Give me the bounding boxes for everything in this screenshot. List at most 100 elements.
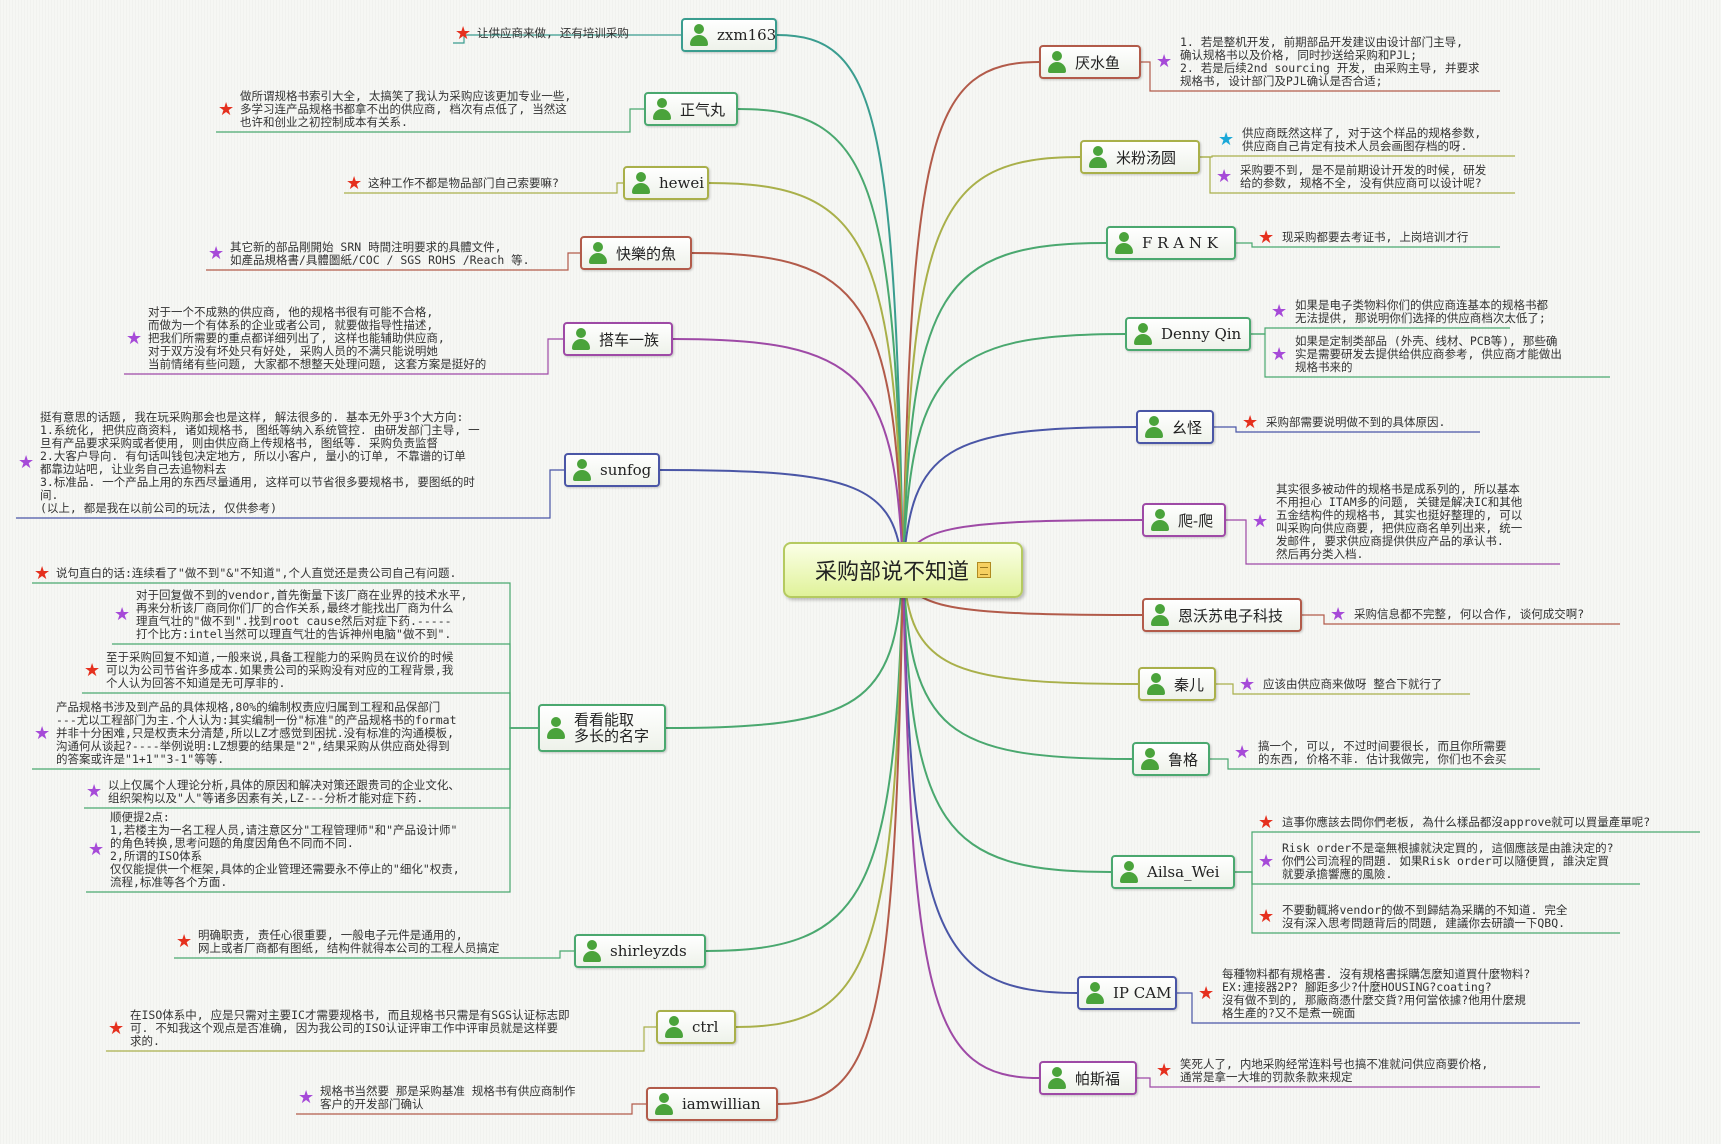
link-ruge bbox=[902, 569, 1133, 760]
comment-text: 应该由供应商来做呀 整合下就行了 bbox=[1263, 677, 1443, 691]
comment-text: 供应商既然这样了, 对于这个样品的规格参数, 供应商自己肯定有技术人员会画图存档… bbox=[1242, 126, 1482, 153]
comment-text: 笑死人了, 内地采购经常连料号也搞不准就问供应商要价格, 通常是拿一大堆的罚款条… bbox=[1180, 1057, 1489, 1084]
user-icon bbox=[1085, 982, 1105, 1004]
topic-ruge[interactable]: 鲁格 bbox=[1132, 742, 1210, 776]
purple-star-icon: ★ bbox=[1330, 603, 1347, 625]
comment-text: 如果是定制类部品 (外壳、线材、PCB等), 那些确 实是需要研发去提供给供应商… bbox=[1295, 334, 1562, 374]
topic-ailsa[interactable]: Ailsa_Wei bbox=[1111, 855, 1235, 889]
comment-line-denny bbox=[1251, 333, 1610, 378]
comment-line-zxm163 bbox=[453, 34, 681, 44]
user-icon bbox=[1114, 232, 1134, 254]
topic-label: 快樂的魚 bbox=[616, 244, 677, 263]
user-icon bbox=[1150, 509, 1170, 531]
link-frank bbox=[902, 242, 1107, 571]
topic-ipcam[interactable]: IP CAM bbox=[1077, 976, 1177, 1010]
topic-label: F R A N K bbox=[1142, 234, 1218, 252]
comment-text: 产品规格书涉及到产品的具体规格,80%的编制权责应归属到工程和品保部门 ---尤… bbox=[56, 700, 457, 766]
topic-zhengqiwan[interactable]: 正气丸 bbox=[644, 92, 738, 126]
purple-star-icon: ★ bbox=[34, 722, 51, 744]
purple-star-icon: ★ bbox=[88, 839, 105, 860]
purple-star-icon: ★ bbox=[18, 452, 35, 473]
topic-yanshuiyu[interactable]: 厌水鱼 bbox=[1039, 45, 1141, 79]
link-mifen bbox=[902, 156, 1081, 571]
user-icon bbox=[652, 98, 672, 120]
comment-line-hewei bbox=[344, 182, 623, 194]
topic-label: 秦儿 bbox=[1174, 675, 1205, 694]
user-icon bbox=[1140, 748, 1160, 770]
user-icon bbox=[588, 242, 608, 264]
red-star-icon: ★ bbox=[1258, 811, 1275, 833]
comment-text: 让供应商来做, 还有培训采购 bbox=[477, 26, 629, 40]
topic-hewei[interactable]: hewei bbox=[623, 166, 709, 200]
topic-label: zxm163 bbox=[717, 26, 777, 44]
user-icon bbox=[1119, 861, 1139, 883]
topic-dacheyizu[interactable]: 搭车一族 bbox=[563, 322, 673, 356]
link-zhengqiwan bbox=[737, 108, 904, 571]
red-star-icon: ★ bbox=[176, 931, 193, 952]
topic-kankan[interactable]: 看看能取 多长的名字 bbox=[538, 704, 666, 752]
purple-star-icon: ★ bbox=[1216, 166, 1233, 187]
comment-text: 至于采购回复不知道,一般来说,具备工程能力的采购员在议价的时候 可以为公司节省许… bbox=[106, 650, 454, 690]
topic-ctrl[interactable]: ctrl bbox=[656, 1010, 736, 1044]
purple-star-icon: ★ bbox=[114, 604, 131, 625]
topic-sunfog[interactable]: sunfog bbox=[564, 453, 660, 487]
topic-label: 正气丸 bbox=[680, 100, 726, 119]
comment-text: 采购要不到, 是不是前期设计开发的时候, 研发 给的参数, 规格不全, 没有供应… bbox=[1240, 163, 1487, 190]
comment-text: 现采购都要去考证书, 上岗培训才行 bbox=[1282, 230, 1469, 244]
topic-denny[interactable]: Denny Qin bbox=[1125, 317, 1251, 351]
topic-label: Denny Qin bbox=[1161, 325, 1242, 343]
purple-star-icon: ★ bbox=[1271, 343, 1288, 365]
red-star-icon: ★ bbox=[1198, 983, 1215, 1004]
topic-frank[interactable]: F R A N K bbox=[1106, 226, 1236, 260]
comment-text: 明确职责, 责任心很重要, 一般电子元件是通用的, 网上或者厂商都有图纸, 结构… bbox=[198, 928, 500, 955]
topic-pasifu[interactable]: 帕斯福 bbox=[1039, 1061, 1137, 1095]
topic-shirleyzds[interactable]: shirleyzds bbox=[574, 934, 706, 968]
comment-line-frank bbox=[1236, 242, 1500, 248]
topic-label: 搭车一族 bbox=[599, 330, 660, 349]
topic-zxm163[interactable]: zxm163 bbox=[681, 18, 777, 52]
comment-line-ruge bbox=[1210, 758, 1540, 770]
purple-star-icon: ★ bbox=[1239, 673, 1256, 695]
topic-label: 看看能取 多长的名字 bbox=[574, 710, 650, 745]
topic-label: 米粉汤圆 bbox=[1116, 148, 1177, 167]
topic-label: hewei bbox=[659, 174, 705, 192]
user-icon bbox=[1146, 673, 1166, 695]
purple-star-icon: ★ bbox=[1234, 742, 1251, 763]
link-ctrl bbox=[735, 569, 904, 1028]
user-icon bbox=[689, 24, 709, 46]
topic-yaoguai[interactable]: 幺怪 bbox=[1136, 410, 1214, 444]
purple-star-icon: ★ bbox=[1271, 301, 1288, 322]
comment-text: 顺便提2点: 1,若楼主为一名工程人员,请注意区分"工程管理师"和"产品设计师"… bbox=[110, 810, 460, 889]
topic-mifen[interactable]: 米粉汤圆 bbox=[1080, 140, 1200, 174]
comment-text: 每種物料都有規格書. 沒有規格書採購怎麼知道買什麼物料? EX:連接器2P? 腳… bbox=[1222, 967, 1531, 1020]
purple-star-icon: ★ bbox=[298, 1087, 315, 1108]
comment-line-shirleyzds bbox=[174, 950, 574, 959]
purple-star-icon: ★ bbox=[208, 243, 225, 264]
comment-text: 对于回复做不到的vendor,首先衡量下该厂商在业界的技术水平, 再来分析该厂商… bbox=[136, 588, 468, 641]
topic-qiner[interactable]: 秦儿 bbox=[1138, 667, 1216, 701]
link-hewei bbox=[708, 182, 904, 571]
comment-text: 如果是电子类物料你们的供应商连基本的规格书都 无法提供, 那说明你们选择的供应商… bbox=[1295, 298, 1548, 325]
central-topic[interactable]: 采购部说不知道 bbox=[783, 542, 1023, 598]
link-yanshuiyu bbox=[902, 61, 1040, 571]
comment-line-ctrl bbox=[106, 1026, 656, 1052]
link-qiner bbox=[902, 569, 1139, 685]
central-topic-label: 采购部说不知道 bbox=[814, 560, 969, 585]
topic-kuailezhiyu[interactable]: 快樂的魚 bbox=[580, 236, 692, 270]
comment-text: 做所谓规格书索引大全, 太搞笑了我认为采购应该更加专业一些, 多学习连产品规格书… bbox=[240, 89, 572, 129]
topic-label: ctrl bbox=[692, 1018, 719, 1036]
topic-enwosu[interactable]: 恩沃苏电子科技 bbox=[1142, 598, 1302, 632]
red-star-icon: ★ bbox=[455, 22, 472, 44]
red-star-icon: ★ bbox=[1258, 226, 1275, 248]
comment-text: 说句直白的话:连续看了"做不到"&"不知道",个人直觉还是贵公司自己有问题. bbox=[56, 566, 457, 580]
comment-text: 搞一个, 可以, 不过时间要很长, 而且你所需要 的东西, 价格不菲. 估计我做… bbox=[1258, 739, 1507, 766]
red-star-icon: ★ bbox=[1258, 906, 1275, 927]
user-icon bbox=[631, 172, 651, 194]
purple-star-icon: ★ bbox=[86, 781, 103, 802]
comment-line-dacheyizu bbox=[124, 338, 563, 375]
comment-text: 以上仅属个人理论分析,具体的原因和解决对策还跟贵司的企业文化、 组织架构以及"人… bbox=[108, 778, 460, 805]
topic-papa[interactable]: 爬-爬 bbox=[1142, 503, 1226, 537]
topic-iamwillian[interactable]: iamwillian bbox=[646, 1087, 778, 1121]
red-star-icon: ★ bbox=[108, 1017, 125, 1039]
